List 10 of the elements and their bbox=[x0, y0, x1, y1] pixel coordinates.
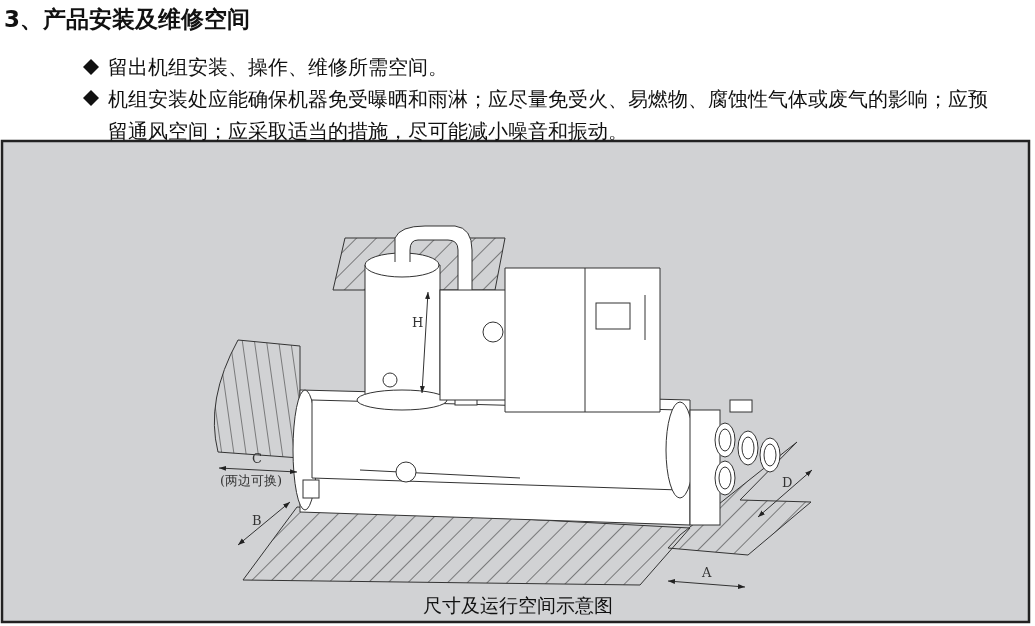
bullet-text: 机组安装处应能确保机器免受曝晒和雨淋；应尽量免受火、易燃物、腐蚀性气体或废气的影响；应预留通风空间；应采取适当的措施，尽可能减小噪音和振动。 bbox=[108, 86, 989, 145]
dimension-label: H bbox=[412, 316, 424, 330]
dimension-label: D bbox=[782, 476, 793, 490]
dimension-label: A bbox=[702, 566, 712, 580]
bullet-text: 留出机组安装、操作、维修所需空间。 bbox=[108, 54, 448, 81]
caption: 尺寸及运行空间示意图 bbox=[421, 593, 614, 617]
dimension-label: (两边可换) bbox=[220, 474, 283, 488]
dimension-label: C bbox=[252, 452, 262, 466]
heading: 3、产品安装及维修空间 bbox=[4, 5, 250, 34]
dimension-label: B bbox=[252, 514, 262, 528]
